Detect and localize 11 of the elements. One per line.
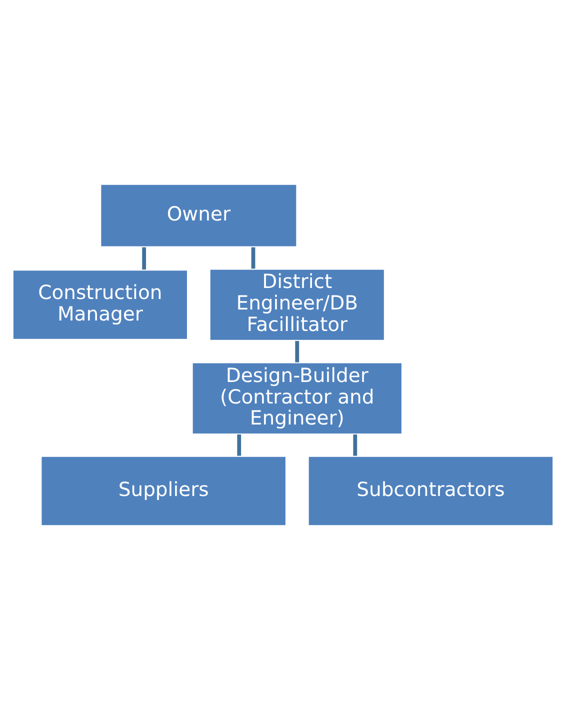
node-box: Subcontractors (306, 454, 555, 528)
connector (142, 247, 146, 270)
node-box: Owner (99, 182, 298, 248)
connector (295, 340, 300, 362)
node-box: Design-Builder (Contractor and Engineer) (190, 361, 404, 436)
node-box: Construction Manager (11, 268, 189, 341)
connector (237, 434, 242, 456)
node-box: District Engineer/DB Facillitator (208, 268, 386, 342)
connector (251, 247, 256, 269)
node-box: Suppliers (40, 454, 288, 528)
connector (353, 434, 358, 456)
